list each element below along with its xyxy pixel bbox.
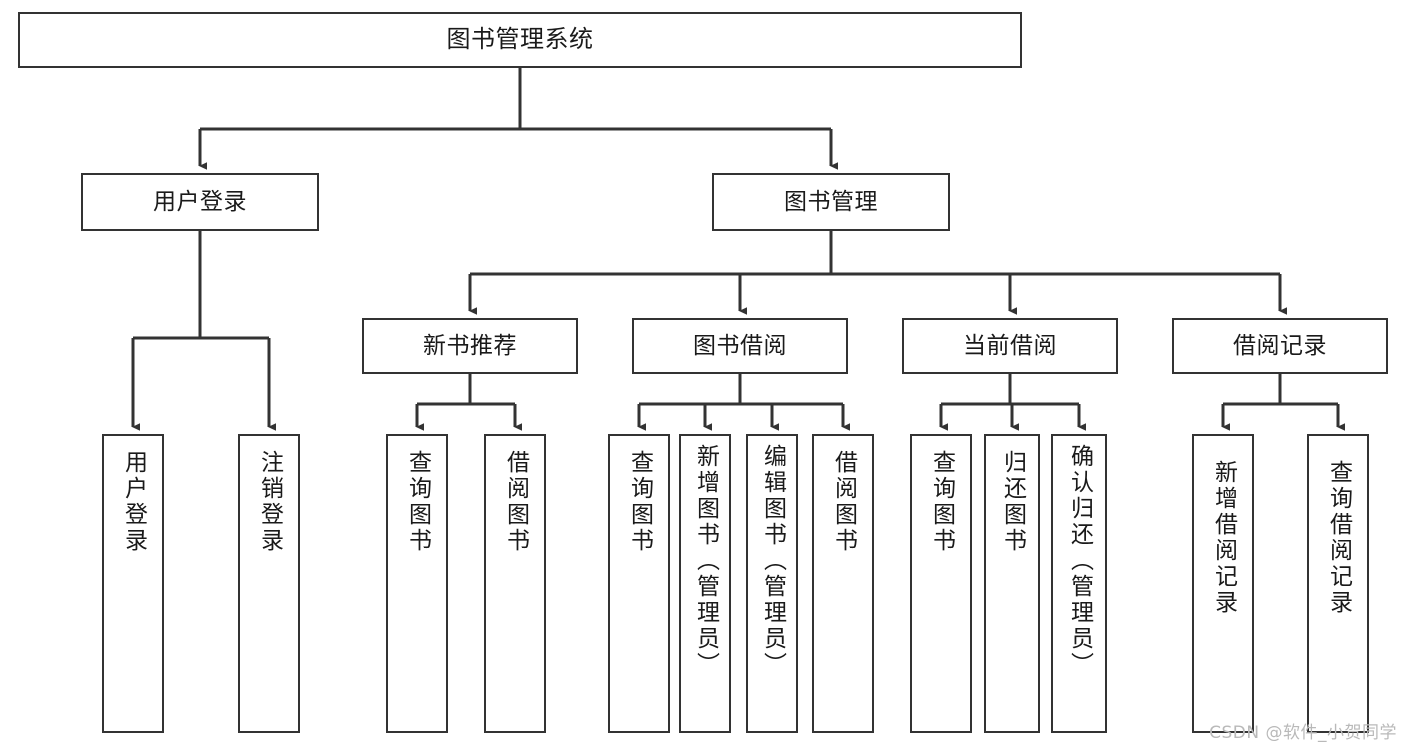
node-leaf-rec-add[interactable]: 新增借阅记录 <box>1192 434 1254 733</box>
node-new-book-rec[interactable]: 新书推荐 <box>362 318 578 374</box>
node-label: 当前借阅 <box>963 332 1057 359</box>
node-label: 图书借阅 <box>693 332 787 359</box>
node-user-login[interactable]: 用户登录 <box>81 173 319 231</box>
node-leaf-borrow-edit[interactable]: 编辑图书（管理员） <box>746 434 798 733</box>
node-leaf-borrow-add[interactable]: 新增图书（管理员） <box>679 434 731 733</box>
node-label: 借阅记录 <box>1233 332 1327 359</box>
node-label: 编辑图书（管理员） <box>759 444 786 678</box>
node-label: 图书管理 <box>784 188 878 215</box>
node-leaf-rec-borrow[interactable]: 借阅图书 <box>484 434 546 733</box>
node-leaf-cur-confirm[interactable]: 确认归还（管理员） <box>1051 434 1107 733</box>
watermark-text: CSDN @软件_小贺同学 <box>1209 723 1397 743</box>
node-label: 借阅图书 <box>830 450 857 554</box>
node-book-borrow[interactable]: 图书借阅 <box>632 318 848 374</box>
node-borrow-record[interactable]: 借阅记录 <box>1172 318 1388 374</box>
node-leaf-rec-search[interactable]: 查询借阅记录 <box>1307 434 1369 733</box>
node-label: 图书管理系统 <box>446 25 594 54</box>
node-label: 注销登录 <box>256 450 283 554</box>
node-label: 确认归还（管理员） <box>1066 444 1093 678</box>
node-leaf-cur-query[interactable]: 查询图书 <box>910 434 972 733</box>
node-root-system[interactable]: 图书管理系统 <box>18 12 1022 68</box>
node-label: 查询图书 <box>928 450 955 554</box>
node-label: 查询图书 <box>404 450 431 554</box>
node-label: 新增借阅记录 <box>1210 460 1237 616</box>
node-label: 查询图书 <box>626 450 653 554</box>
node-label: 归还图书 <box>999 450 1026 554</box>
node-label: 新增图书（管理员） <box>692 444 719 678</box>
node-label: 用户登录 <box>153 188 247 215</box>
node-label: 用户登录 <box>120 450 147 554</box>
node-book-manage[interactable]: 图书管理 <box>712 173 950 231</box>
node-leaf-borrow-query[interactable]: 查询图书 <box>608 434 670 733</box>
node-leaf-borrow-do[interactable]: 借阅图书 <box>812 434 874 733</box>
node-leaf-cur-return[interactable]: 归还图书 <box>984 434 1040 733</box>
node-label: 查询借阅记录 <box>1325 460 1352 616</box>
node-leaf-user-logout[interactable]: 注销登录 <box>238 434 300 733</box>
node-leaf-rec-query[interactable]: 查询图书 <box>386 434 448 733</box>
node-label: 新书推荐 <box>423 332 517 359</box>
node-current-borrow[interactable]: 当前借阅 <box>902 318 1118 374</box>
node-label: 借阅图书 <box>502 450 529 554</box>
node-leaf-user-login[interactable]: 用户登录 <box>102 434 164 733</box>
